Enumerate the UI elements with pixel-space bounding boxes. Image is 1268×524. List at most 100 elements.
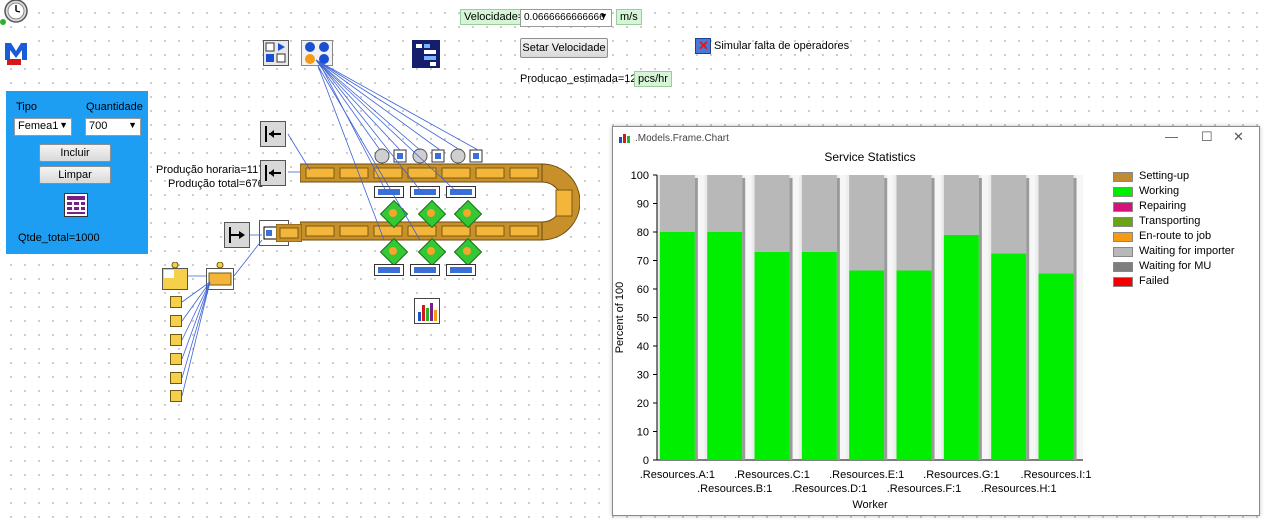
drain-icon[interactable] xyxy=(260,160,286,186)
speed-select-value: 0.0666666666666 xyxy=(524,12,605,23)
legend-swatch xyxy=(1113,202,1133,212)
worker-absence-icon: ✕ xyxy=(695,38,711,54)
legend-swatch xyxy=(1113,247,1133,257)
bar-waiting-for-importer xyxy=(707,175,743,232)
bar-working xyxy=(896,270,932,460)
y-tick-label: 70 xyxy=(637,256,649,268)
chart-window-title: .Models.Frame.Chart xyxy=(635,133,729,144)
part-source[interactable] xyxy=(170,390,182,402)
bar-shadow xyxy=(789,178,793,460)
speed-select[interactable]: 0.0666666666666 ▼ xyxy=(520,9,612,27)
y-tick-label: 40 xyxy=(637,341,649,353)
simulate-absence-toggle[interactable]: ✕ Simular falta de operadores xyxy=(695,38,849,56)
part-source[interactable] xyxy=(170,353,182,365)
bar-waiting-for-importer xyxy=(659,175,695,232)
y-tick-label: 90 xyxy=(637,199,649,211)
plot-stripe xyxy=(792,175,799,460)
plot-stripe xyxy=(981,175,989,460)
legend-swatch xyxy=(1113,277,1133,287)
minimize-button[interactable]: — xyxy=(1165,129,1178,144)
chevron-down-icon: ▼ xyxy=(59,120,68,130)
x-tick-label: .Resources.B:1 xyxy=(697,483,772,495)
bar-shadow xyxy=(1026,178,1030,460)
quantidade-label: Quantidade xyxy=(86,101,143,113)
machine[interactable] xyxy=(446,186,476,198)
x-tick-label: .Resources.A:1 xyxy=(640,469,715,481)
include-button[interactable]: Incluir xyxy=(39,144,111,162)
plot-stripe xyxy=(887,175,894,460)
bar-waiting-for-importer xyxy=(896,175,932,271)
bar-waiting-for-importer xyxy=(801,175,837,252)
y-tick-label: 80 xyxy=(637,227,649,239)
buffer[interactable] xyxy=(206,261,234,290)
clock-icon[interactable] xyxy=(0,0,30,26)
clear-button[interactable]: Limpar xyxy=(39,166,111,184)
x-tick-label: .Resources.D:1 xyxy=(791,483,867,495)
qtde-total: Qtde_total=1000 xyxy=(18,232,100,244)
bar-waiting-for-importer xyxy=(1038,175,1074,274)
machine[interactable] xyxy=(374,186,404,198)
plot-stripe xyxy=(745,175,752,460)
machine[interactable] xyxy=(410,264,440,276)
close-button[interactable]: ✕ xyxy=(1233,129,1244,144)
total-production: Produção total=676 xyxy=(168,178,264,190)
legend-label: Setting-up xyxy=(1139,170,1190,182)
machine[interactable] xyxy=(374,264,404,276)
worker-pool-icon[interactable] xyxy=(301,40,333,66)
tipo-select[interactable]: Femea1 ▼ xyxy=(14,118,72,136)
y-tick-label: 10 xyxy=(637,427,649,439)
y-tick-label: 50 xyxy=(637,313,649,325)
bar-working xyxy=(707,232,743,460)
order-source[interactable] xyxy=(162,261,188,290)
chart-icon[interactable] xyxy=(414,298,440,324)
y-tick-label: 30 xyxy=(637,370,649,382)
legend-swatch xyxy=(1113,232,1133,242)
chart-window-icon xyxy=(619,133,631,143)
legend-label: Repairing xyxy=(1139,200,1187,212)
bar-shadow xyxy=(742,178,746,460)
tipo-select-value: Femea1 xyxy=(18,120,59,132)
bar-shadow xyxy=(836,178,840,460)
x-tick-label: .Resources.H:1 xyxy=(981,483,1057,495)
model-init-icon[interactable] xyxy=(3,40,29,66)
legend-label: Transporting xyxy=(1139,215,1201,227)
bar-working xyxy=(943,234,979,460)
speed-unit: m/s xyxy=(616,9,642,25)
plot-stripe xyxy=(839,175,847,460)
x-axis-title: Worker xyxy=(852,499,888,511)
set-speed-button[interactable]: Setar Velocidade xyxy=(520,38,608,58)
part-source[interactable] xyxy=(170,372,182,384)
order-table-icon[interactable] xyxy=(64,193,88,217)
bar-working xyxy=(754,251,790,460)
bar-working xyxy=(801,251,837,460)
operator-station-row xyxy=(374,148,484,164)
plot-stripe xyxy=(697,175,705,460)
x-tick-label: .Resources.F:1 xyxy=(887,483,962,495)
production-estimate-unit: pcs/hr xyxy=(634,71,672,87)
bar-working xyxy=(1038,273,1074,460)
legend-swatch xyxy=(1113,187,1133,197)
maximize-button[interactable]: ☐ xyxy=(1201,129,1213,144)
source-icon[interactable] xyxy=(224,222,250,248)
quantidade-select[interactable]: 700 ▼ xyxy=(85,118,141,136)
chart-title: Service Statistics xyxy=(824,150,915,164)
bar-shadow xyxy=(884,178,888,460)
method-icon[interactable] xyxy=(263,40,289,66)
conveyor-feed[interactable] xyxy=(276,224,302,242)
part-source[interactable] xyxy=(170,296,182,308)
drain-icon[interactable] xyxy=(260,121,286,147)
part-source[interactable] xyxy=(170,334,182,346)
plot-stripe xyxy=(1076,175,1083,460)
machine[interactable] xyxy=(446,264,476,276)
x-tick-label: .Resources.I:1 xyxy=(1021,469,1092,481)
y-tick-label: 100 xyxy=(631,170,649,182)
machine[interactable] xyxy=(410,186,440,198)
legend-label: Working xyxy=(1139,185,1180,197)
table-file-icon[interactable] xyxy=(412,40,440,68)
part-source[interactable] xyxy=(170,315,182,327)
bar-shadow xyxy=(1073,178,1077,460)
bar-working xyxy=(849,270,885,460)
chevron-down-icon: ▼ xyxy=(128,120,137,130)
bar-waiting-for-importer xyxy=(991,175,1027,254)
